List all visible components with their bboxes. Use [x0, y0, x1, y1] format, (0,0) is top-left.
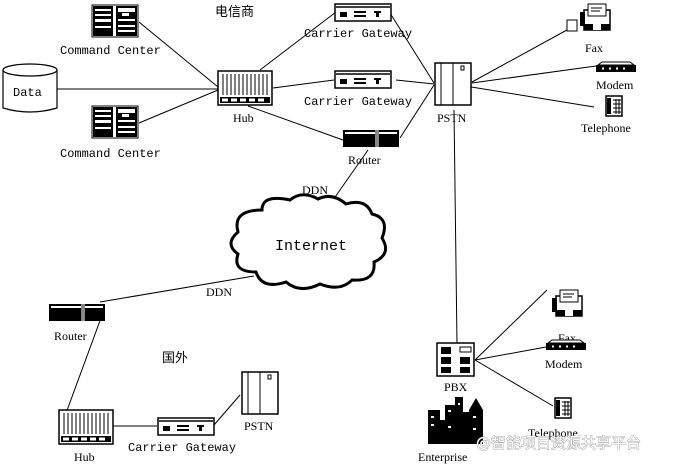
command-center-bottom[interactable]: Command Center [60, 105, 161, 161]
link-pbx-modem [474, 346, 547, 361]
modem-bottom[interactable]: Modem [545, 339, 587, 371]
link-hub-router [247, 105, 344, 141]
modem-top[interactable]: Modem [595, 61, 637, 92]
link-pstn-pbx [453, 109, 458, 345]
router-bottom-label: Router [54, 329, 87, 343]
switch-cabinet-icon [241, 371, 279, 415]
router-top-label: Router [348, 153, 381, 167]
pstn-top[interactable]: PSTN [434, 62, 472, 125]
hub-bottom-label: Hub [74, 450, 95, 464]
enterprise-label: Enterprise [418, 450, 467, 464]
carrier-gateway-bottom-label: Carrier Gateway [128, 441, 236, 455]
command-center-bottom-label: Command Center [60, 147, 161, 161]
telephone-top-label: Telephone [581, 121, 631, 135]
telephone-top[interactable]: Telephone [581, 95, 631, 135]
modem-top-label: Modem [596, 78, 634, 92]
link-router-hub-bottom [61, 317, 102, 425]
fax-top[interactable]: Fax [566, 3, 611, 55]
watermark: @智能项目资源共享平台 [476, 434, 641, 452]
link-cmd-bottom-hub [138, 89, 219, 124]
link-pstn-fax [471, 24, 577, 83]
telephone-bottom[interactable]: Telephone [528, 397, 578, 440]
region-label-carrier: 电信商 [215, 5, 254, 20]
server-icon [91, 105, 139, 139]
hub-icon [217, 70, 273, 106]
pstn-bottom-label: PSTN [244, 419, 274, 433]
command-center-top-label: Command Center [60, 44, 161, 58]
link-pbx-telephone [474, 359, 554, 407]
gateway-icon [157, 417, 215, 436]
carrier-gateway-bottom[interactable]: Carrier Gateway [128, 417, 236, 455]
router-bottom[interactable]: Router [49, 304, 105, 343]
cloud-shape [229, 193, 388, 290]
hub-bottom[interactable]: Hub [58, 409, 114, 464]
server-icon [91, 4, 139, 38]
link-internet-router-bottom [99, 275, 255, 303]
carrier-gateway-top[interactable]: Carrier Gateway [304, 3, 412, 41]
pbx-ports [441, 346, 472, 373]
modem-icon [595, 61, 637, 73]
data-store-label: Data [13, 86, 42, 100]
router-icon [343, 130, 399, 147]
fax-icon [551, 289, 583, 317]
command-center-top[interactable]: Command Center [60, 4, 161, 58]
data-store[interactable]: Data [2, 63, 58, 113]
gateway-icon [334, 3, 392, 22]
link-gateway-top-pstn [389, 12, 435, 84]
link-hub-gateway-top [259, 11, 337, 71]
link-pstn-modem [471, 65, 597, 84]
connections [57, 11, 597, 427]
telephone-icon [605, 95, 623, 117]
pbx[interactable]: PBX [436, 342, 475, 394]
hub-top[interactable]: Hub [217, 70, 273, 125]
region-label-overseas: 国外 [162, 351, 188, 366]
fax-icon [579, 3, 611, 31]
carrier-gateway-mid[interactable]: Carrier Gateway [304, 70, 412, 109]
link-gateway-mid-pstn [395, 79, 435, 85]
hub-top-label: Hub [233, 111, 254, 125]
link-cmd-top-hub [138, 21, 219, 88]
handset-icon [566, 19, 578, 32]
telephone-icon [554, 397, 572, 419]
link-hub-gateway-mid [272, 79, 335, 89]
modem-icon [545, 339, 587, 351]
carrier-gateway-top-label: Carrier Gateway [304, 27, 412, 41]
link-router-pstn [399, 84, 435, 139]
pstn-top-label: PSTN [437, 111, 467, 125]
link-pstn-telephone [452, 83, 595, 108]
pstn-bottom[interactable]: PSTN [241, 371, 279, 433]
internet-cloud[interactable]: Internet [229, 193, 388, 290]
switch-cabinet-icon [434, 62, 472, 106]
fax-top-label: Fax [585, 41, 603, 55]
fax-bottom[interactable]: Fax [551, 289, 583, 345]
ddn-label-top: DDN [302, 183, 328, 197]
telephone-bottom-label: Telephone [528, 426, 578, 440]
pbx-label: PBX [444, 380, 468, 394]
router-top[interactable]: Router [343, 130, 399, 167]
link-pbx-fax [474, 289, 548, 361]
link-router-internet [332, 149, 369, 201]
hub-icon [58, 409, 114, 445]
carrier-gateway-mid-label: Carrier Gateway [304, 95, 412, 109]
gateway-icon [334, 70, 392, 89]
link-gateway-pstn-bottom [213, 394, 241, 426]
enterprise[interactable]: Enterprise [418, 397, 483, 464]
ddn-label-bottom: DDN [206, 285, 232, 299]
buildings-icon [428, 397, 483, 444]
router-icon [49, 304, 105, 321]
internet-label: Internet [275, 238, 347, 255]
modem-bottom-label: Modem [545, 357, 583, 371]
